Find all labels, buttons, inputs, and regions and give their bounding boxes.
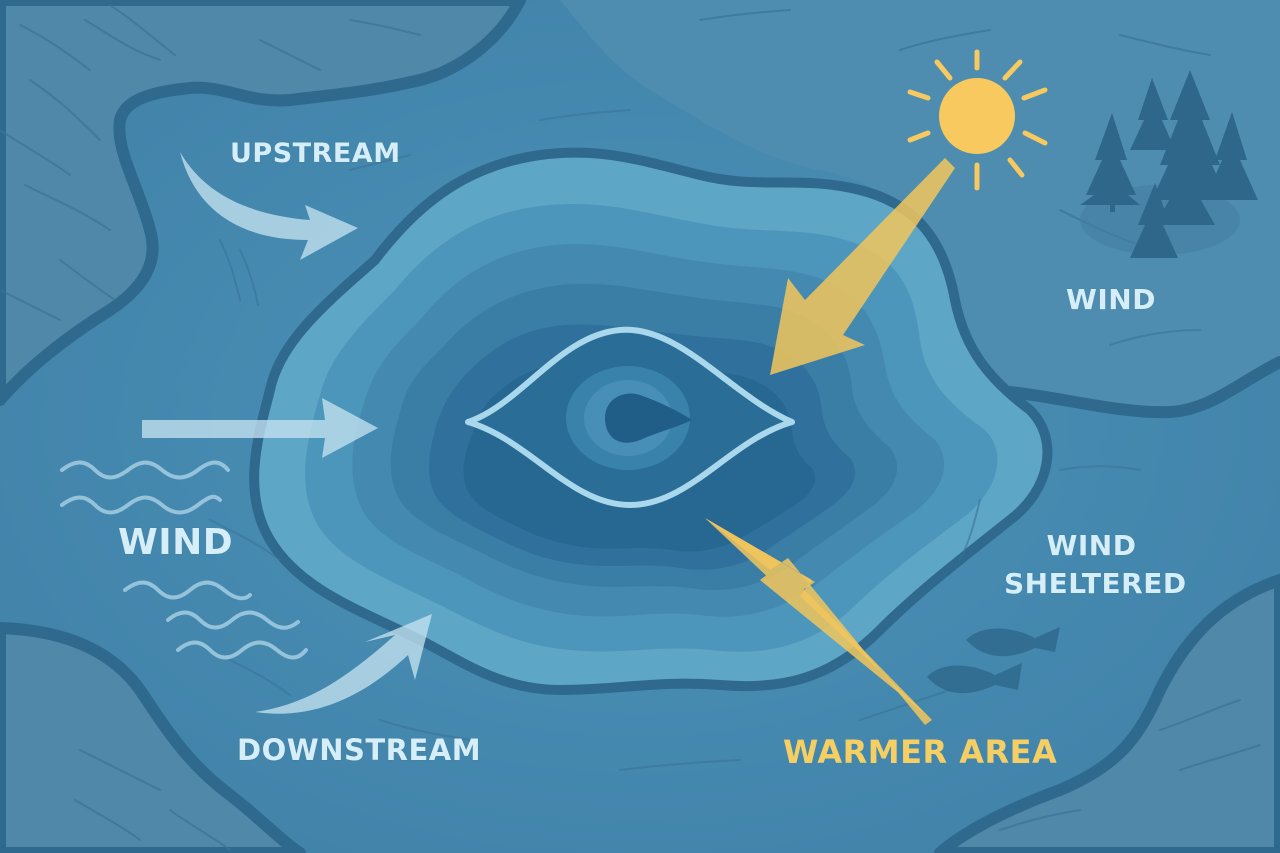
- sunlight-arrow-icon: [770, 158, 955, 375]
- label-downstream: DOWNSTREAM: [237, 733, 482, 767]
- land-bottom-left: [0, 622, 306, 853]
- label-wind-left: WIND: [118, 522, 234, 563]
- upstream-arrow-icon: [180, 152, 358, 260]
- shoreline-right: [1004, 356, 1280, 419]
- warmer-area-arrow-icon: [705, 518, 932, 725]
- fish-icon: [927, 627, 1060, 694]
- label-wind-sheltered-line2: SHELTERED: [1004, 567, 1187, 600]
- tree-cluster-icon: [1080, 70, 1258, 258]
- label-wind-sheltered: WIND SHELTERED: [1004, 527, 1187, 603]
- wind-straight-arrow-icon: [142, 398, 378, 458]
- label-wind-sheltered-line1: WIND: [1046, 529, 1137, 562]
- wave-icon: [60, 460, 308, 660]
- downstream-arrow-icon: [255, 614, 432, 714]
- label-wind-right: WIND: [1066, 283, 1156, 316]
- water-ripples: [209, 109, 1201, 771]
- land-bottom-right: [934, 574, 1280, 853]
- sun-icon: [907, 49, 1048, 191]
- eye-hotspot-icon: [465, 326, 795, 508]
- label-warmer-area: WARMER AREA: [783, 733, 1058, 771]
- current-arrows: [142, 152, 432, 714]
- label-upstream: UPSTREAM: [230, 138, 401, 169]
- terrain-texture: [0, 4, 1261, 851]
- land-top-left: [0, 0, 526, 406]
